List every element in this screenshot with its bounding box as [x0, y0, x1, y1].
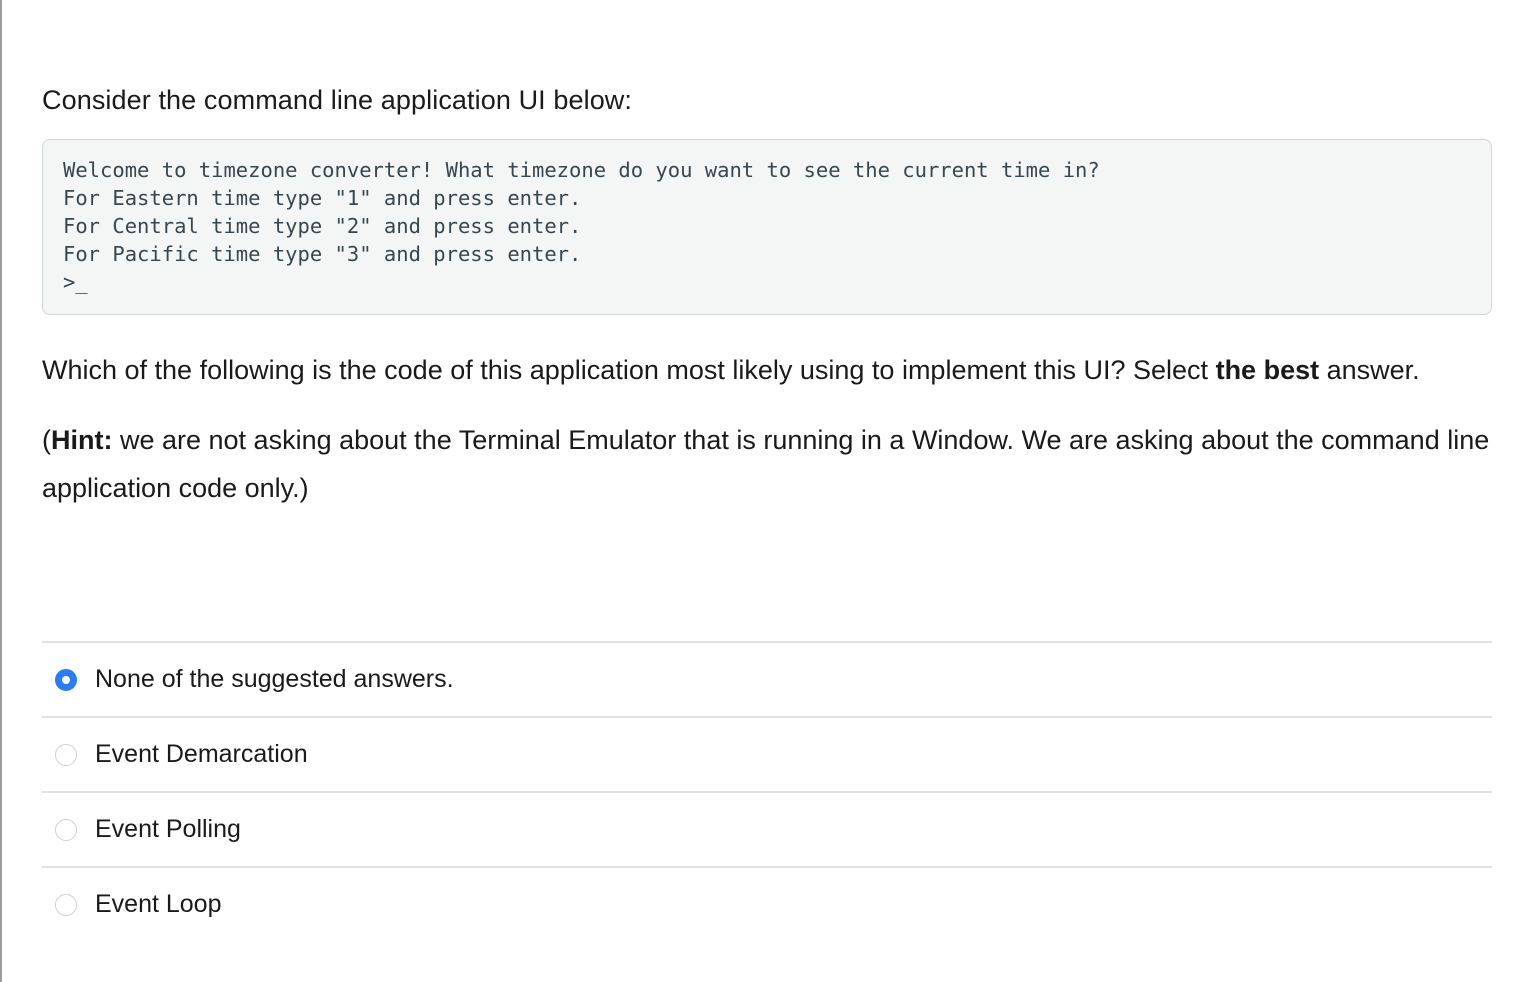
option-label: Event Demarcation [95, 740, 308, 768]
intro-text: Consider the command line application UI… [42, 85, 633, 115]
terminal-line: For Eastern time type "1" and press ente… [63, 186, 582, 211]
option-row-event-demarcation[interactable]: Event Demarcation [42, 716, 1492, 791]
hint-open-paren: ( [42, 425, 51, 456]
terminal-line: For Central time type "2" and press ente… [63, 214, 582, 239]
radio-button-icon[interactable] [55, 743, 77, 766]
option-row-event-polling[interactable]: Event Polling [42, 791, 1492, 866]
question-text: Which of the following is the code of th… [42, 346, 1490, 394]
hint-label: Hint: [51, 425, 113, 456]
radio-button-icon[interactable] [55, 893, 77, 916]
terminal-prompt-line: >_ [63, 270, 88, 295]
terminal-line: Welcome to timezone converter! What time… [63, 158, 1100, 183]
option-label: None of the suggested answers. [95, 665, 454, 693]
answer-options-list: None of the suggested answers. Event Dem… [42, 641, 1492, 941]
radio-button-icon[interactable] [55, 668, 77, 691]
hint-body: we are not asking about the Terminal Emu… [42, 425, 1490, 504]
option-row-event-loop[interactable]: Event Loop [42, 866, 1492, 941]
radio-button-icon[interactable] [55, 818, 77, 841]
option-label: Event Polling [95, 815, 241, 843]
terminal-output-block: Welcome to timezone converter! What time… [42, 139, 1492, 316]
option-label: Event Loop [95, 890, 222, 918]
hint-text: (Hint: we are not asking about the Termi… [42, 416, 1490, 512]
question-text-part2: answer. [1319, 355, 1420, 386]
question-text-part1: Which of the following is the code of th… [42, 355, 1216, 386]
option-row-none-of-the-suggested-answers[interactable]: None of the suggested answers. [42, 641, 1492, 716]
question-text-emphasis: the best [1215, 355, 1320, 386]
terminal-line: For Pacific time type "3" and press ente… [63, 242, 582, 267]
